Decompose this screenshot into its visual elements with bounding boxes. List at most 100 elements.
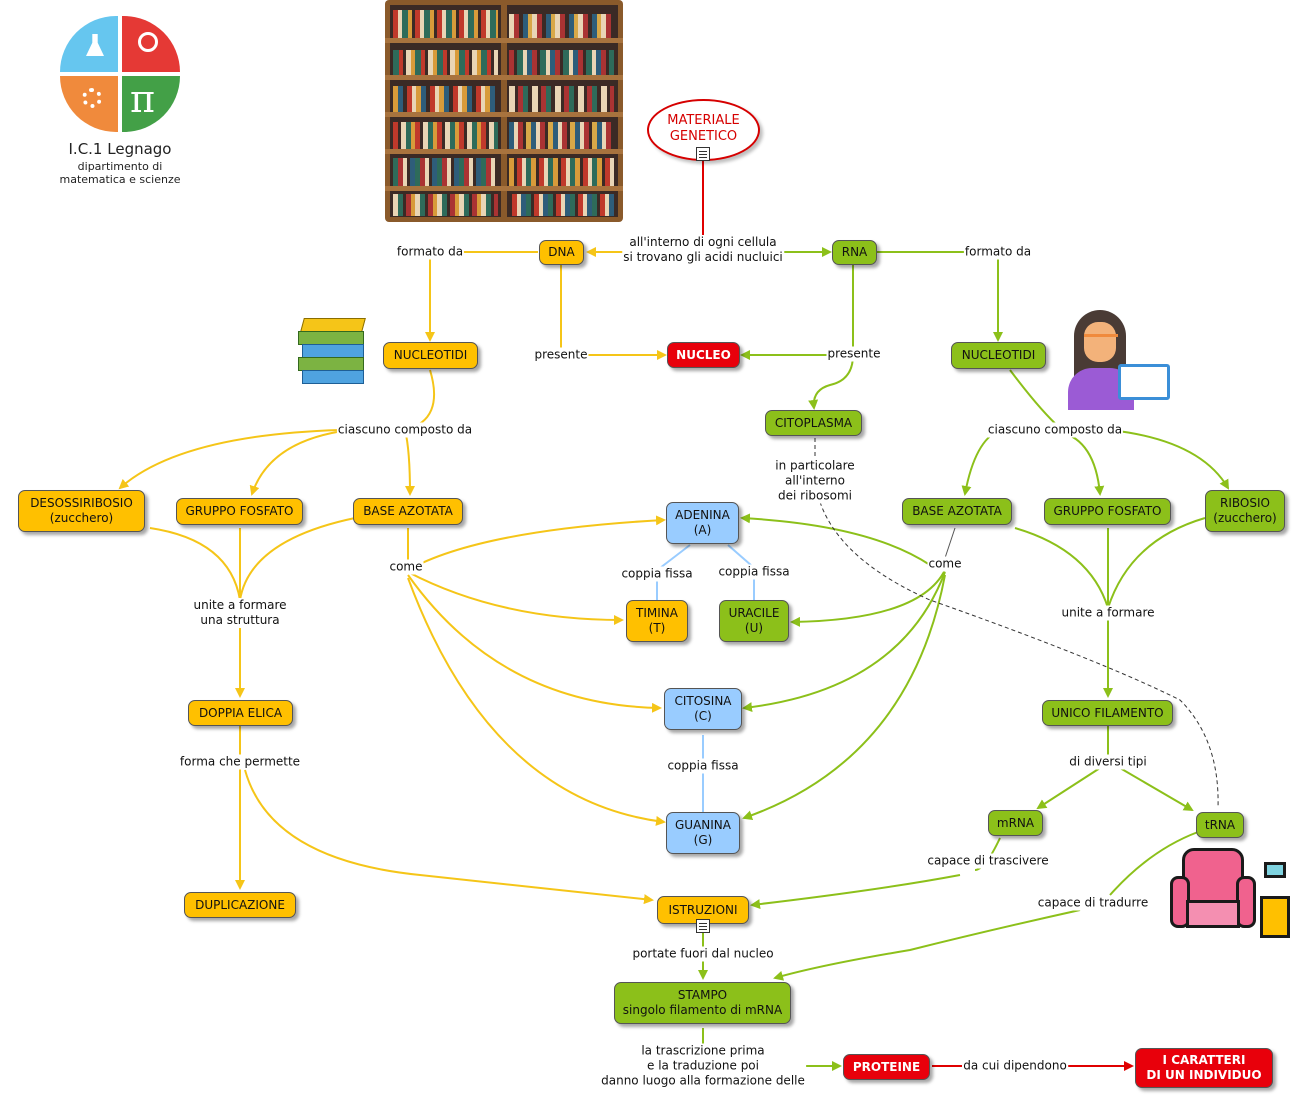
books-row — [509, 158, 614, 186]
label-come-rna: come — [927, 556, 963, 572]
node-label: ISTRUZIONI — [668, 902, 738, 917]
books-row — [509, 86, 614, 112]
node-caratteri[interactable]: I CARATTERI DI UN INDIVIDUO — [1135, 1048, 1273, 1088]
label-dipendono: da cui dipendono — [962, 1058, 1068, 1074]
book — [302, 344, 364, 358]
node-desossiribosio[interactable]: DESOSSIRIBOSIO (zucchero) — [18, 490, 145, 532]
book — [300, 318, 366, 332]
label-presente-rna: presente — [826, 346, 882, 362]
label-line: e la traduzione poi — [647, 1058, 759, 1073]
node-rna[interactable]: RNA — [832, 240, 877, 265]
label-presente-dna: presente — [533, 347, 589, 363]
node-uracile[interactable]: URACILE (U) — [719, 600, 789, 642]
label-line: in particolare — [775, 458, 855, 473]
node-label-line1: TIMINA — [636, 606, 678, 620]
node-nucleotidi-dna[interactable]: NUCLEOTIDI — [383, 342, 478, 369]
label-forma: forma che permette — [178, 754, 302, 770]
node-label: PROTEINE — [852, 1059, 921, 1074]
school-dept-line2: matematica e scienze — [59, 173, 181, 186]
node-label-line1: GUANINA — [675, 818, 731, 832]
face — [1084, 322, 1116, 362]
label-line: all'interno — [784, 473, 846, 488]
node-label-line2: (A) — [693, 523, 712, 537]
node-nucleo[interactable]: NUCLEO — [667, 342, 740, 368]
node-citoplasma[interactable]: CITOPLASMA — [765, 410, 862, 436]
node-duplicazione[interactable]: DUPLICAZIONE — [184, 892, 296, 918]
school-dept-line1: dipartimento di — [77, 160, 163, 173]
open-book-icon — [1118, 364, 1170, 400]
book-stack-illustration — [296, 318, 368, 386]
node-gruppo-fosfato-dna[interactable]: GRUPPO FOSFATO — [176, 498, 303, 525]
label-ciascuno-rna: ciascuno composto da — [986, 422, 1124, 438]
node-label: CITOPLASMA — [774, 415, 853, 430]
school-name: I.C.1 Legnago — [68, 140, 172, 158]
node-label-line2: singolo filamento di mRNA — [622, 1003, 783, 1017]
books-row — [509, 194, 614, 216]
books-row — [393, 10, 498, 38]
node-label-line1: RIBOSIO — [1220, 496, 1270, 510]
node-label-line2: DI UN INDIVIDUO — [1146, 1068, 1262, 1082]
books-row — [393, 158, 498, 186]
label-formato-rna: formato da — [963, 244, 1033, 260]
label-come-dna: come — [388, 559, 424, 575]
node-ribosio[interactable]: RIBOSIO (zucchero) — [1205, 490, 1285, 532]
nightstand — [1260, 896, 1290, 938]
label-trascrivere: capace di trascivere — [926, 853, 1050, 869]
node-label-line1: STAMPO — [677, 988, 728, 1002]
node-label: NUCLEOTIDI — [393, 348, 468, 362]
node-citosina[interactable]: CITOSINA (C) — [664, 688, 742, 730]
books-row — [393, 50, 498, 75]
node-unico-filamento[interactable]: UNICO FILAMENTO — [1042, 700, 1173, 726]
node-base-azotata-dna[interactable]: BASE AZOTATA — [353, 498, 463, 525]
node-label-line2: (C) — [694, 709, 712, 723]
node-label-line1: CITOSINA — [674, 694, 732, 708]
node-nucleotidi-rna[interactable]: NUCLEOTIDI — [951, 342, 1046, 369]
flask-icon — [86, 34, 104, 56]
node-label: DUPLICAZIONE — [195, 897, 285, 912]
root-line2: GENETICO — [669, 129, 738, 144]
bookshelf-illustration — [385, 0, 623, 222]
shelf-board — [385, 112, 623, 117]
node-proteine[interactable]: PROTEINE — [843, 1054, 930, 1080]
armchair-back — [1182, 848, 1244, 908]
note-icon[interactable] — [696, 919, 710, 933]
label-line: all'interno di ogni cellula — [629, 235, 777, 249]
node-label: mRNA — [996, 815, 1035, 830]
label-acidi-nucleici: all'interno di ogni cellula si trovano g… — [622, 235, 784, 265]
label-tradurre: capace di tradurre — [1036, 895, 1150, 911]
books-row — [509, 14, 614, 38]
node-label: DNA — [548, 245, 575, 259]
logo-quadrant-blue — [60, 16, 118, 72]
label-coppia-au: coppia fissa — [717, 564, 791, 580]
node-stampo[interactable]: STAMPO singolo filamento di mRNA — [614, 982, 791, 1024]
logo-quadrant-red — [122, 16, 180, 72]
armchair-illustration — [1168, 848, 1292, 944]
node-gruppo-fosfato-rna[interactable]: GRUPPO FOSFATO — [1044, 498, 1171, 525]
node-timina[interactable]: TIMINA (T) — [626, 600, 688, 642]
node-label: BASE AZOTATA — [912, 504, 1002, 518]
armchair-seat — [1186, 900, 1240, 928]
pi-icon: π — [130, 77, 155, 121]
node-label: tRNA — [1204, 817, 1236, 832]
node-label-line1: ADENINA — [675, 508, 730, 522]
root-materiale-genetico[interactable]: MATERIALE GENETICO — [647, 99, 760, 161]
glasses-icon — [1084, 334, 1118, 347]
node-guanina[interactable]: GUANINA (G) — [666, 812, 740, 854]
node-label: RNA — [841, 245, 868, 259]
label-unite-dna: unite a formare una struttura — [192, 598, 288, 628]
logo-quadrant-green: π — [122, 76, 180, 132]
label-portate: portate fuori dal nucleo — [631, 946, 775, 962]
node-doppia-elica[interactable]: DOPPIA ELICA — [188, 700, 293, 726]
note-icon[interactable] — [696, 147, 710, 161]
node-adenina[interactable]: ADENINA (A) — [666, 502, 739, 544]
reader-illustration — [1066, 310, 1172, 410]
node-base-azotata-rna[interactable]: BASE AZOTATA — [902, 498, 1012, 525]
label-formato-dna: formato da — [395, 244, 465, 260]
label-line: si trovano gli acidi nucluici — [623, 250, 783, 264]
shelf-board — [385, 186, 623, 191]
node-mrna[interactable]: mRNA — [988, 810, 1043, 836]
node-dna[interactable]: DNA — [539, 240, 584, 265]
node-trna[interactable]: tRNA — [1196, 812, 1244, 838]
